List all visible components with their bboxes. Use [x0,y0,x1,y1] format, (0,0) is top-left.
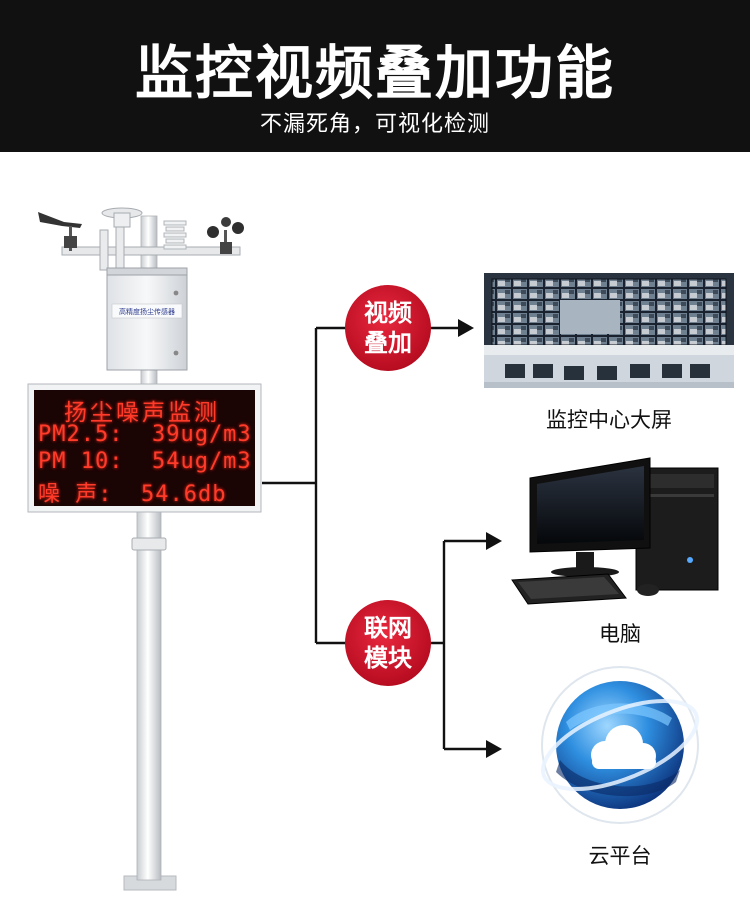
radiation-shield [163,220,187,250]
header-banner: 监控视频叠加功能 不漏死角，可视化检测 [0,0,750,152]
cloud-icon [591,725,656,769]
badge-video-overlay-label: 视频 叠加 [346,298,430,358]
cloud-globe-image [540,666,700,824]
connector-lines [262,326,488,751]
pole-clamp [131,537,167,551]
computer-image [511,457,719,605]
led-line-noise: 噪 声: 54.6db [38,482,227,507]
wind-vane [38,212,82,251]
cross-arm [61,246,241,256]
page-subtitle: 不漏死角，可视化检测 [259,112,490,137]
badge-network-module-label: 联网 模块 [346,613,430,673]
badge-video-overlay-line2: 叠加 [364,329,412,357]
monitor-wall-image [484,273,734,388]
page-title: 监控视频叠加功能 [134,39,615,107]
badge-network-module-line1: 联网 [364,614,412,642]
pole [136,504,162,881]
sensor-box-label: 高精度扬尘传感器 [119,308,175,316]
arrowhead-computer [486,532,502,550]
badge-network-module [345,600,431,686]
badge-video-overlay-line1: 视频 [364,299,412,327]
caption-monitor-wall: 监控中心大屏 [546,408,672,432]
arrowhead-cloud [486,740,502,758]
led-line-pm10: PM 10: 54ug/m3 [38,449,252,474]
sensor-dome [101,207,143,228]
caption-computer: 电脑 [599,622,641,646]
led-heading: 扬尘噪声监测 [64,400,220,426]
anemometer [207,217,244,254]
caption-cloud: 云平台 [588,844,652,868]
led-display-screen [34,390,255,506]
badge-video-overlay [345,285,431,371]
led-line-pm25: PM2.5: 39ug/m3 [38,422,252,447]
badge-network-module-line2: 模块 [364,644,412,672]
monitoring-station [27,207,262,891]
arrowhead-monitor-wall [458,319,474,337]
connector-arrowheads [458,319,502,758]
